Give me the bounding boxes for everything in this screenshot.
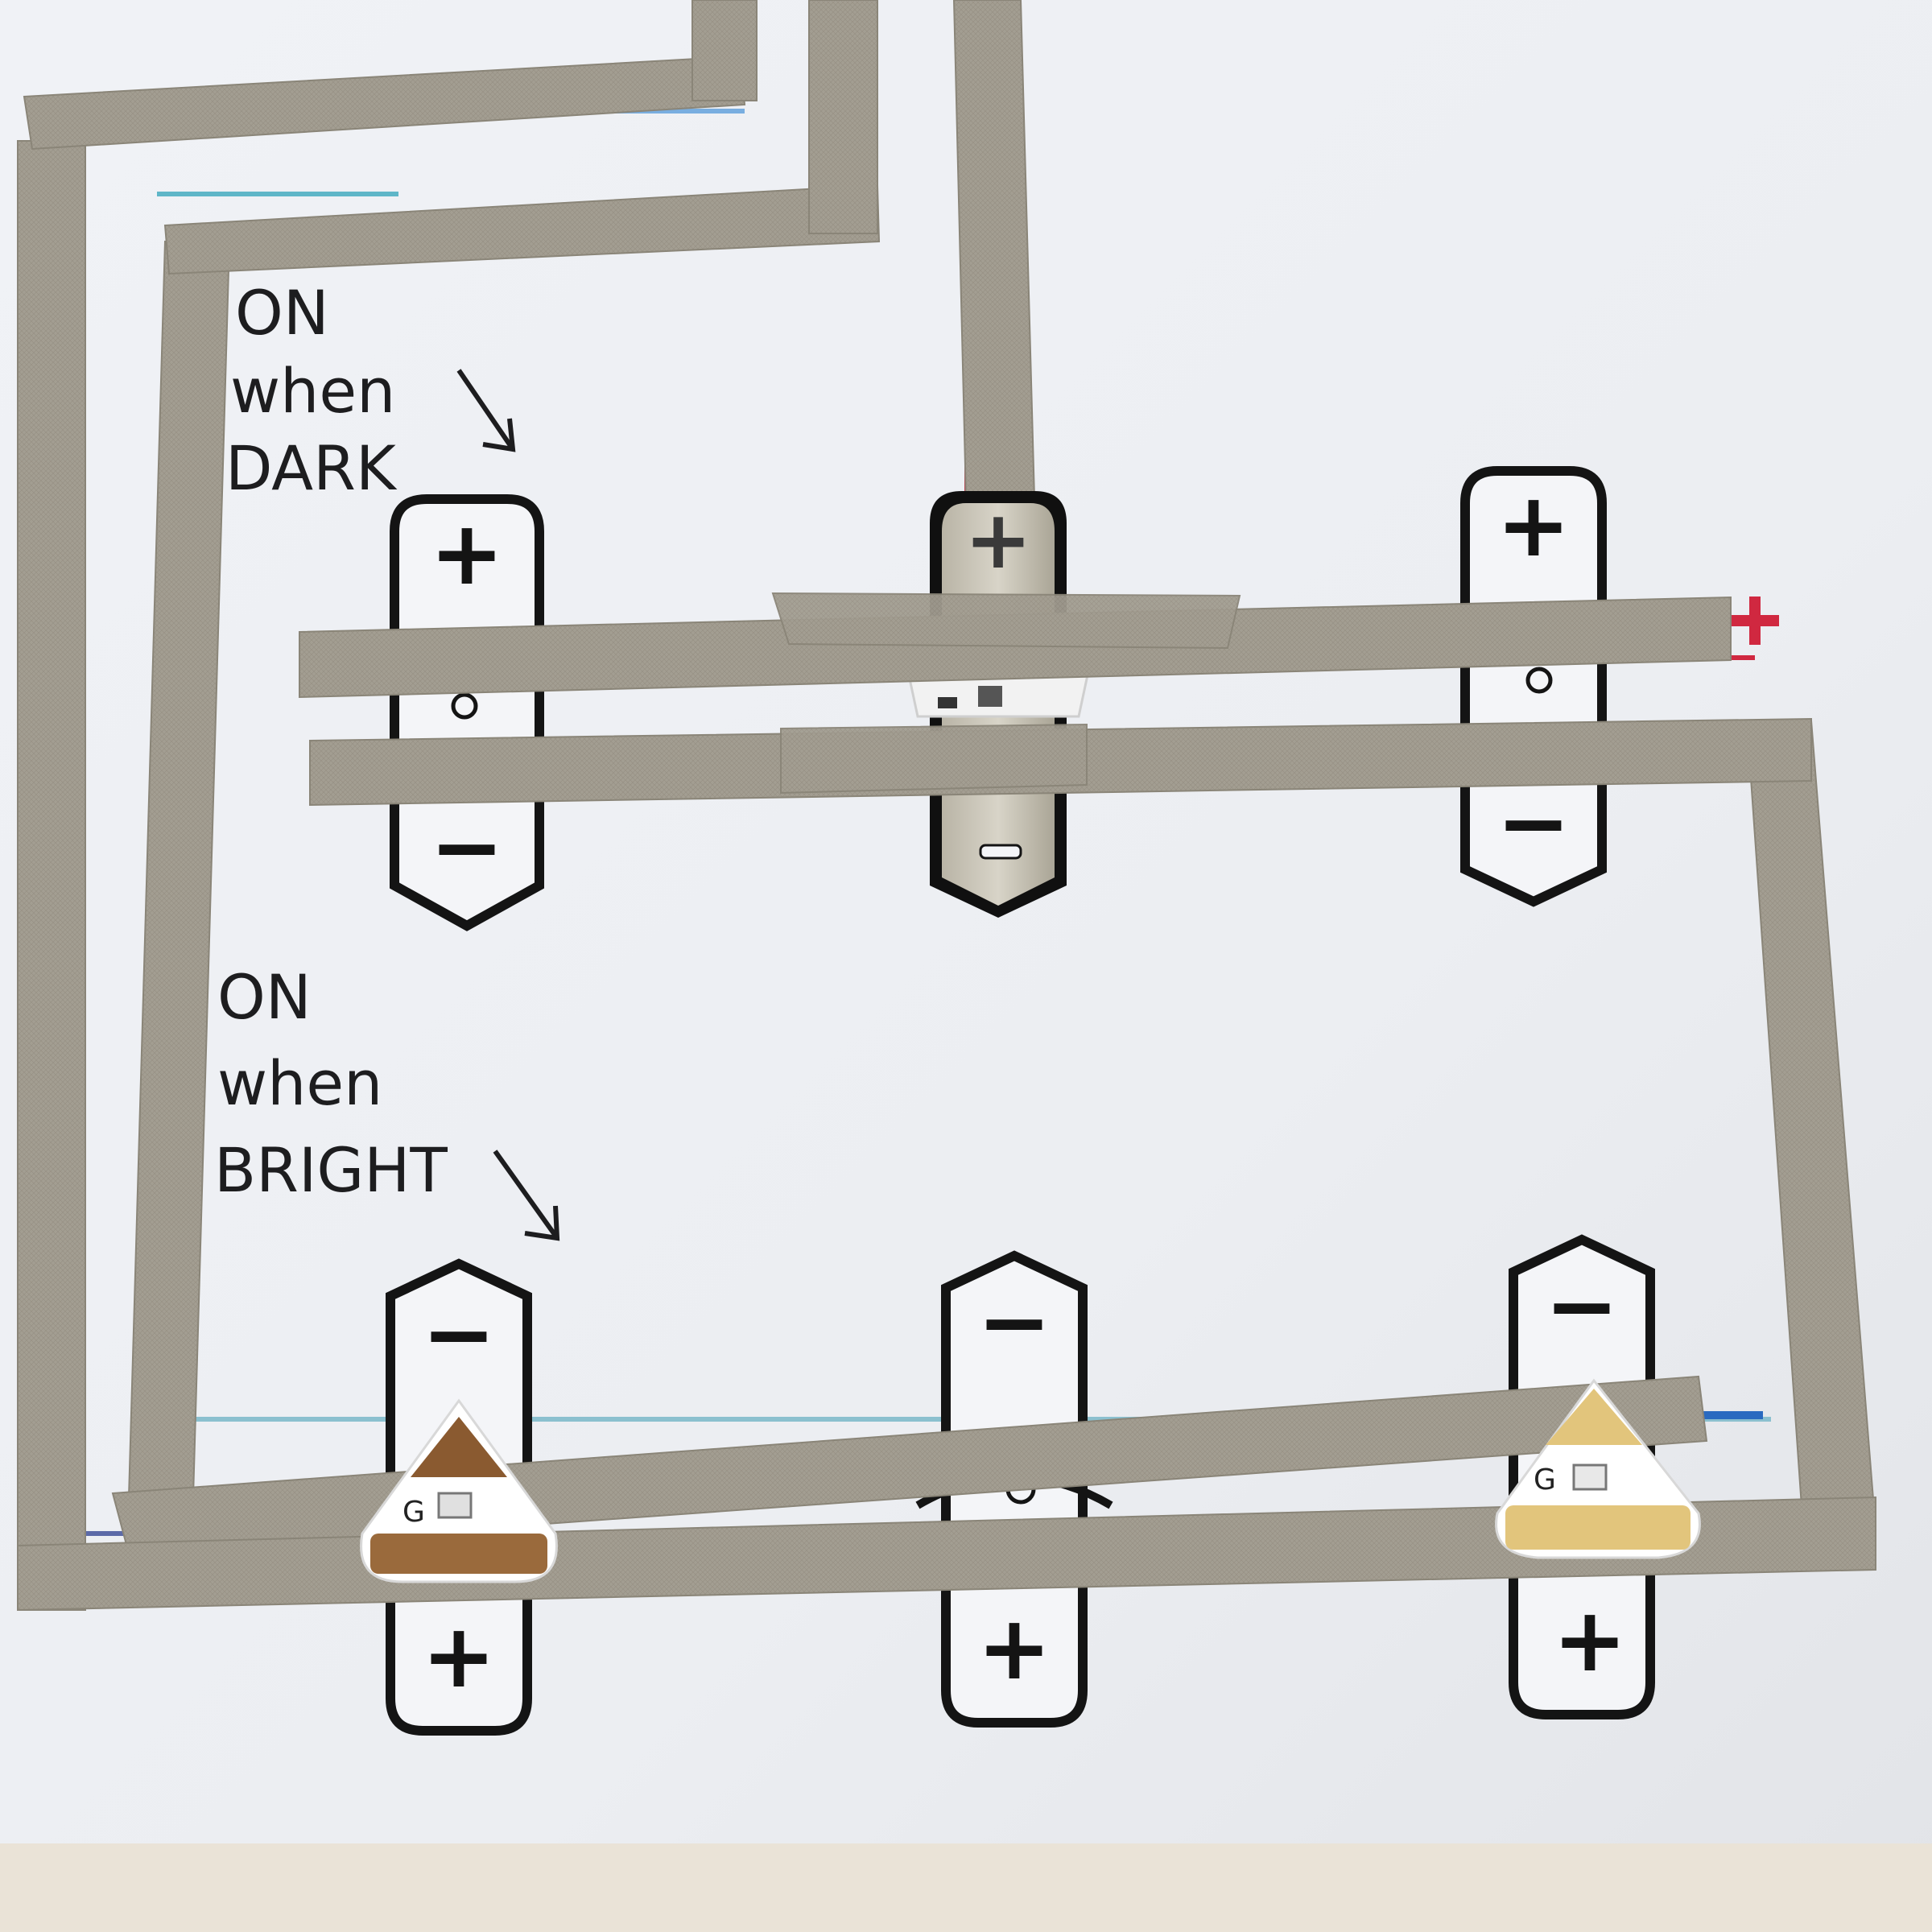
sensor-chip [978,686,1002,707]
label-bright-line1: ON [217,961,312,1033]
pad-top-right: + − [1460,466,1607,907]
power-negative-trace [1699,1411,1763,1419]
pad-top-left: + − [390,494,544,931]
led-gold: G [1495,1378,1701,1559]
pad-hole [1525,667,1553,694]
plus-pad-label: + [964,493,1032,587]
minus-pad-label: − [977,1270,1051,1373]
led-ground-label: G [1534,1463,1556,1496]
plus-pad-label: + [977,1596,1051,1699]
plus-pad-label: + [1496,473,1571,576]
light-sensor-module: + [904,491,1092,918]
arrow-dark [456,369,516,452]
minus-pad-label: − [422,1282,496,1385]
plus-pad-label: + [422,1604,496,1707]
minus-pad-label: − [430,795,504,898]
led-ground-label: G [402,1496,425,1529]
minus-pad-label: − [1545,1254,1619,1357]
conductive-tape-outer-loop [17,0,1877,1611]
minus-slot [979,844,1022,860]
arrow-bright [493,1150,560,1241]
plus-pad-label: + [430,502,504,605]
top-tape-strips [299,592,1812,807]
label-on-when-bright: ON when BRIGHT [214,961,560,1241]
power-plus-marker [1731,597,1779,645]
minus-pad-label: − [1496,771,1571,874]
label-bright-line2: when [217,1047,382,1119]
label-dark-line3: DARK [225,432,398,504]
table-edge [0,1843,1932,1932]
label-on-when-dark: ON when DARK [225,277,516,504]
plus-pad-label: + [1553,1588,1627,1691]
pad-hole [451,692,478,720]
label-dark-line2: when [230,355,395,427]
label-bright-line3: BRIGHT [214,1134,448,1206]
label-dark-line1: ON [235,277,329,349]
led-bronze: G [360,1398,558,1583]
